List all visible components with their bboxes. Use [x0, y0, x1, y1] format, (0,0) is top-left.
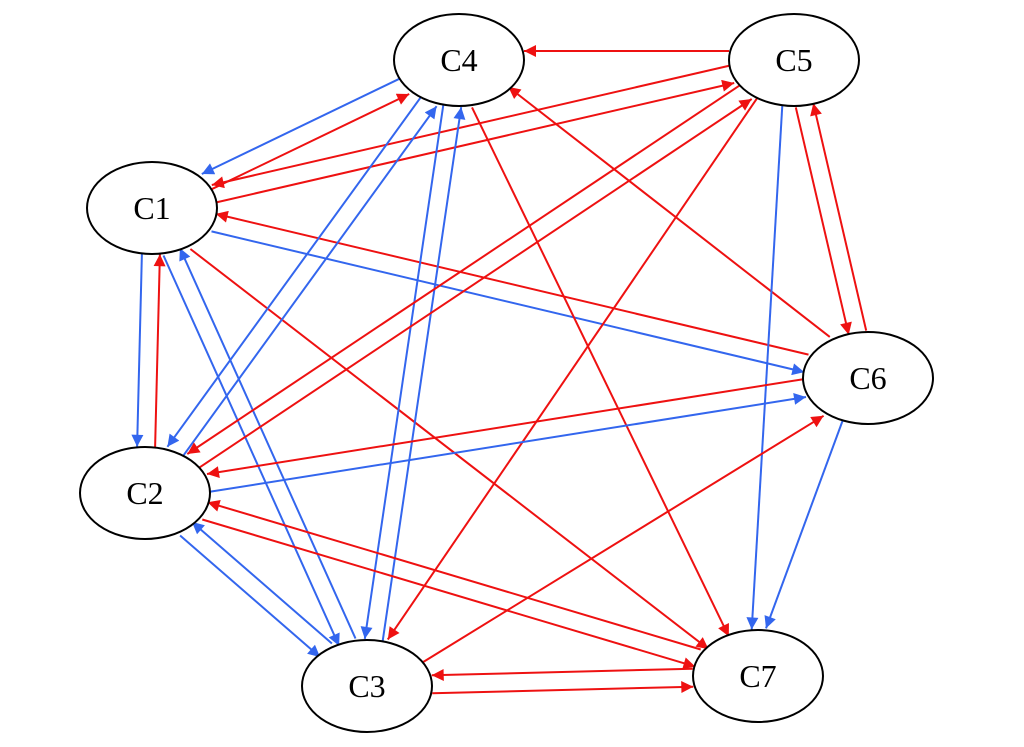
node-c7: C7: [692, 629, 824, 723]
edge-c1-to-c2: [131, 253, 144, 447]
node-ellipse: [86, 161, 218, 255]
edge-c6-to-c5: [810, 103, 868, 331]
edges-layer: [131, 45, 868, 695]
edge-c3-to-c7: [432, 681, 694, 695]
node-c6: C6: [802, 331, 934, 425]
edge-c5-to-c1: [211, 64, 731, 189]
edge-c4-to-c7: [471, 106, 730, 637]
edge-c6-to-c2: [206, 378, 804, 479]
edge-c7-to-c3: [431, 667, 693, 681]
node-c2: C2: [79, 446, 211, 540]
edge-c4-to-c2: [166, 95, 423, 448]
edge-c3-to-c1: [178, 247, 357, 639]
edge-c2-to-c5: [196, 98, 753, 470]
edge-c3-to-c4: [381, 106, 466, 642]
node-ellipse: [393, 13, 525, 107]
node-label: C4: [440, 42, 477, 78]
node-ellipse: [301, 639, 433, 733]
node-label: C3: [348, 668, 385, 704]
edge-c2-to-c4: [181, 105, 438, 458]
edge-c4-to-c3: [360, 104, 445, 640]
node-ellipse: [802, 331, 934, 425]
edge-c1-to-c5: [215, 79, 735, 204]
edge-c2-to-c3: [179, 534, 321, 658]
edge-c2-to-c6: [209, 392, 807, 493]
edge-c5-to-c3: [386, 95, 760, 641]
edge-c5-to-c7: [746, 105, 784, 630]
node-c1: C1: [86, 161, 218, 255]
node-c3: C3: [301, 639, 433, 733]
edge-c3-to-c2: [191, 521, 333, 645]
edge-c1-to-c3: [162, 255, 341, 647]
node-label: C5: [775, 42, 812, 78]
edge-c1-to-c7: [189, 248, 710, 650]
edge-c6-to-c7: [764, 419, 845, 629]
node-label: C6: [849, 360, 886, 396]
edge-c5-to-c6: [794, 107, 852, 335]
node-ellipse: [692, 629, 824, 723]
edge-c7-to-c2: [207, 499, 701, 651]
edge-c2-to-c7: [202, 518, 696, 670]
edge-c1-to-c4: [209, 93, 410, 192]
edge-c6-to-c1: [215, 210, 809, 356]
edge-c3-to-c6: [420, 414, 825, 665]
node-ellipse: [728, 13, 860, 107]
node-label: C7: [739, 658, 776, 694]
edge-c2-to-c1: [153, 254, 166, 448]
edge-c6-to-c4: [507, 86, 831, 338]
node-ellipse: [79, 446, 211, 540]
node-c4: C4: [393, 13, 525, 107]
node-label: C2: [126, 475, 163, 511]
edge-c4-to-c1: [201, 76, 402, 175]
node-label: C1: [133, 190, 170, 226]
edge-c1-to-c6: [211, 230, 805, 376]
edge-c5-to-c2: [186, 83, 743, 455]
node-c5: C5: [728, 13, 860, 107]
